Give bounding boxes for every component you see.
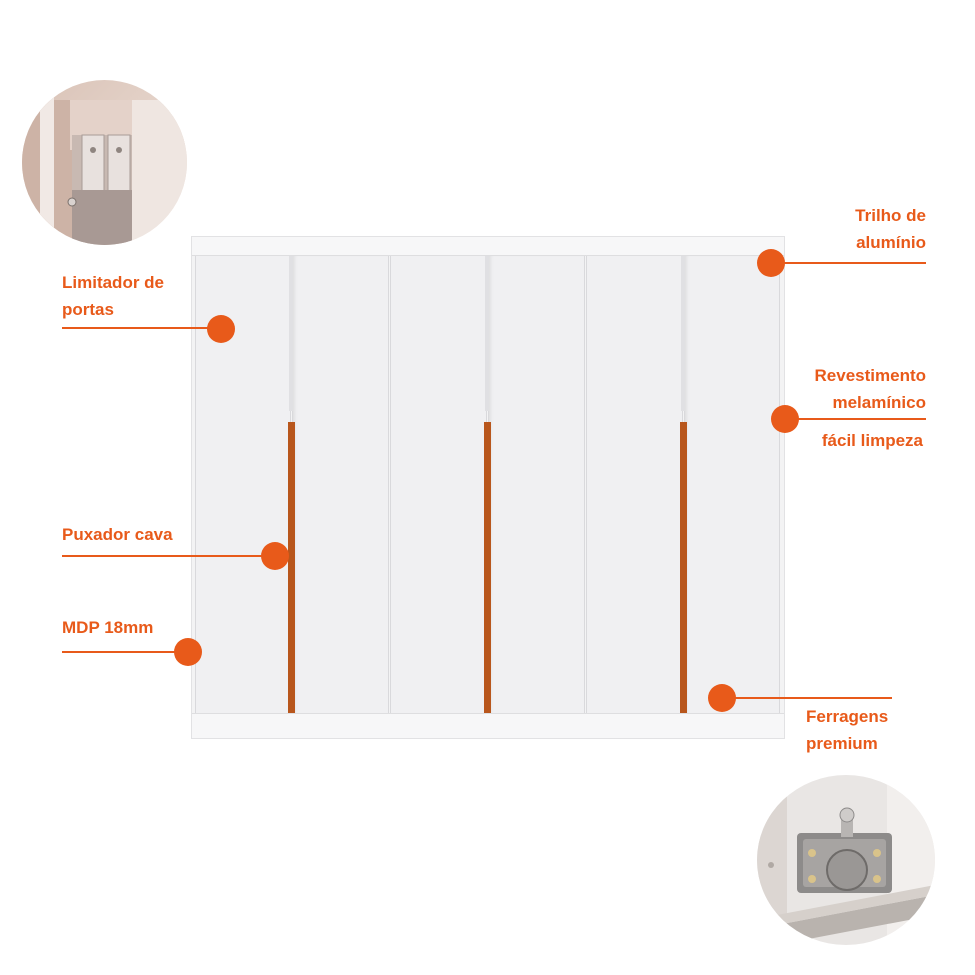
callout-ferragens-label: Ferragens premium <box>806 703 888 757</box>
callout-ferragens-marker <box>708 684 736 712</box>
door-gap-1 <box>289 256 293 411</box>
callout-revestimento-label: Revestimento melamínico <box>815 362 926 416</box>
callout-ferragens-leader <box>722 697 892 699</box>
callout-limitador-line2: portas <box>62 300 114 319</box>
recessed-handle-3 <box>680 422 687 717</box>
callout-puxador-leader <box>62 555 274 557</box>
door-panel-5 <box>586 256 683 715</box>
callout-revestimento-leader <box>786 418 926 420</box>
callout-revestimento-line1: Revestimento <box>814 366 926 385</box>
callout-mdp-leader <box>62 651 187 653</box>
callout-limitador-marker <box>207 315 235 343</box>
door-panel-3 <box>390 256 487 715</box>
aluminum-top-rail <box>192 237 784 256</box>
callout-revestimento-line3: fácil limpeza <box>821 431 923 450</box>
callout-trilho-line1: Trilho de <box>855 206 926 225</box>
callout-trilho-label: Trilho de alumínio <box>855 202 926 256</box>
callout-revestimento-sublabel: fácil limpeza <box>822 427 923 454</box>
callout-limitador-label: Limitador de portas <box>62 269 164 323</box>
callout-limitador-line1: Limitador de <box>62 273 165 292</box>
callout-limitador-leader <box>62 327 222 329</box>
callout-revestimento-line2: melamínico <box>832 393 926 412</box>
callout-puxador-marker <box>261 542 289 570</box>
callout-trilho-line2: alumínio <box>856 233 926 252</box>
callout-mdp-label: MDP 18mm <box>62 614 153 641</box>
door-gap-2 <box>485 256 489 411</box>
callout-ferragens-line1: Ferragens <box>806 707 889 726</box>
door-panel-2 <box>292 256 389 715</box>
callout-puxador-label: Puxador cava <box>62 521 173 548</box>
recessed-handle-2 <box>484 422 491 717</box>
callout-mdp-marker <box>174 638 202 666</box>
callout-trilho-marker <box>757 249 785 277</box>
door-panel-4 <box>488 256 585 715</box>
callout-revestimento-marker <box>771 405 799 433</box>
recessed-handle-1 <box>288 422 295 717</box>
callout-ferragens-line2: premium <box>806 734 878 753</box>
door-gap-3 <box>681 256 685 411</box>
callout-mdp-text: MDP 18mm <box>62 618 154 637</box>
wardrobe-illustration <box>191 236 785 739</box>
wardrobe-base <box>192 713 784 738</box>
door-panel-6 <box>684 256 780 715</box>
roller-hardware-detail-image <box>757 775 935 945</box>
callout-trilho-leader <box>772 262 926 264</box>
callout-puxador-text: Puxador cava <box>62 525 173 544</box>
door-stopper-detail-image <box>22 80 187 245</box>
